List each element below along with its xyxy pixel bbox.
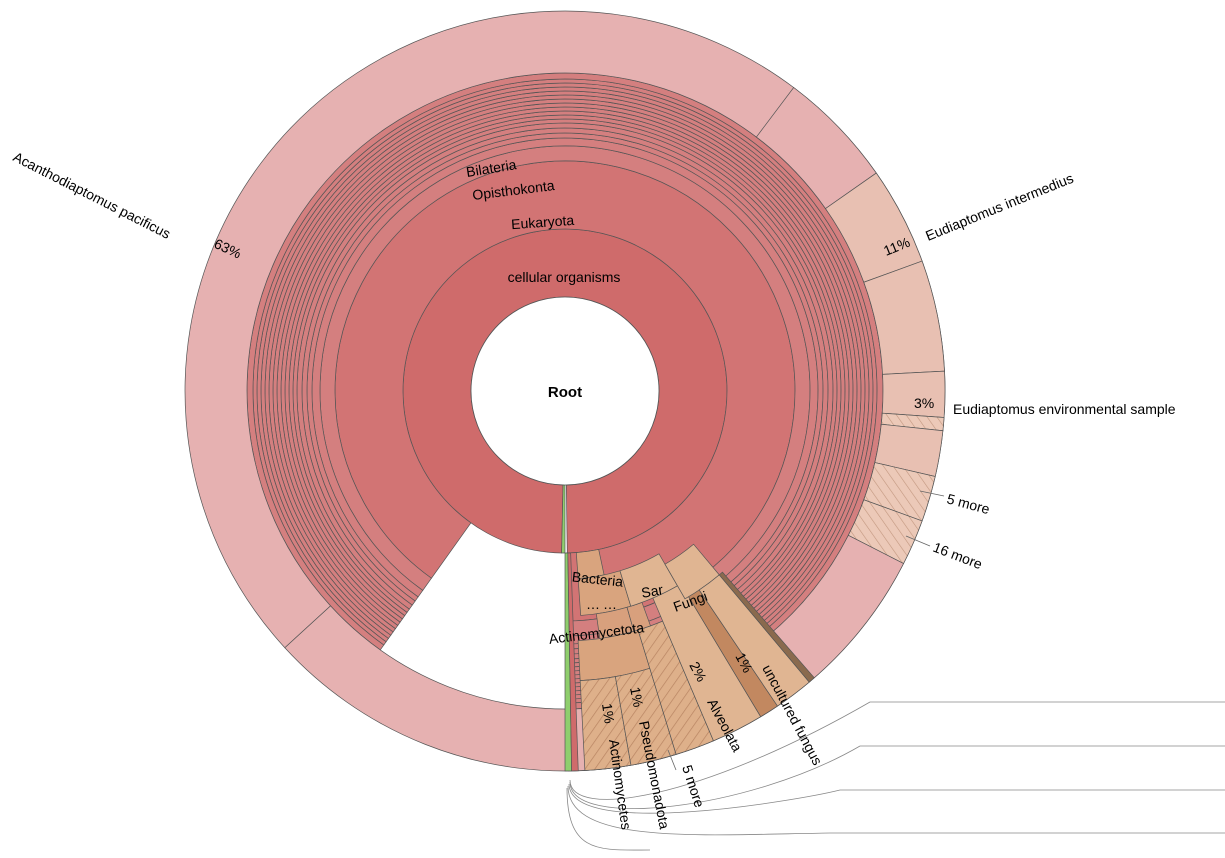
leader-curve-3 — [568, 783, 1225, 814]
leader-curve-4 — [567, 785, 1225, 836]
root-center[interactable] — [470, 296, 660, 486]
wedge-red-sliver[interactable] — [567, 552, 579, 772]
label-sar: Sar — [640, 581, 665, 601]
label-5-more-bacteria: 5 more — [679, 763, 708, 810]
leader-curve-5 — [566, 787, 651, 851]
leader-5-more — [919, 490, 945, 497]
wedge-bacteria-5-more[interactable] — [637, 620, 714, 755]
label-ellipsis-2: … — [603, 596, 617, 612]
wedge-fungi-edge[interactable] — [718, 571, 815, 683]
percent-eudiaptomus-environmental-sample: 3% — [914, 395, 934, 411]
label-acanthodiaptomus-pacificus: Acanthodiaptomus pacificus — [11, 148, 174, 241]
label-eukaryota: Eukaryota — [511, 212, 575, 232]
label-cellular-organisms: cellular organisms — [508, 269, 621, 285]
leader-bacteria-5-more — [667, 749, 677, 771]
label-eudiaptomus-intermedius: Eudiaptomus intermedius — [923, 170, 1075, 244]
wedge-uncultured-fungus[interactable] — [698, 574, 810, 707]
root-label: Root — [548, 384, 582, 401]
percent-actinomycetes: 1% — [599, 702, 618, 724]
label-bacteria: Bacteria — [571, 568, 624, 589]
label-eudiaptomus-environmental-sample: Eudiaptomus environmental sample — [953, 401, 1176, 417]
leader-curve-1 — [569, 701, 1225, 800]
leader-curve-2 — [569, 745, 1225, 809]
leader-lines — [566, 490, 1225, 851]
label-ellipsis-1: … — [586, 596, 600, 612]
wedge-pseudomonadota[interactable] — [614, 667, 677, 766]
label-bilateria: Bilateria — [465, 156, 518, 180]
wedge-actinomycetes[interactable] — [579, 676, 632, 771]
label-16-more: 16 more — [931, 539, 985, 572]
percent-pseudomonadota: 1% — [627, 686, 647, 709]
sunburst-rings — [184, 10, 946, 772]
leader-16-more — [905, 535, 931, 547]
label-5-more-eudiaptomus: 5 more — [945, 490, 991, 517]
